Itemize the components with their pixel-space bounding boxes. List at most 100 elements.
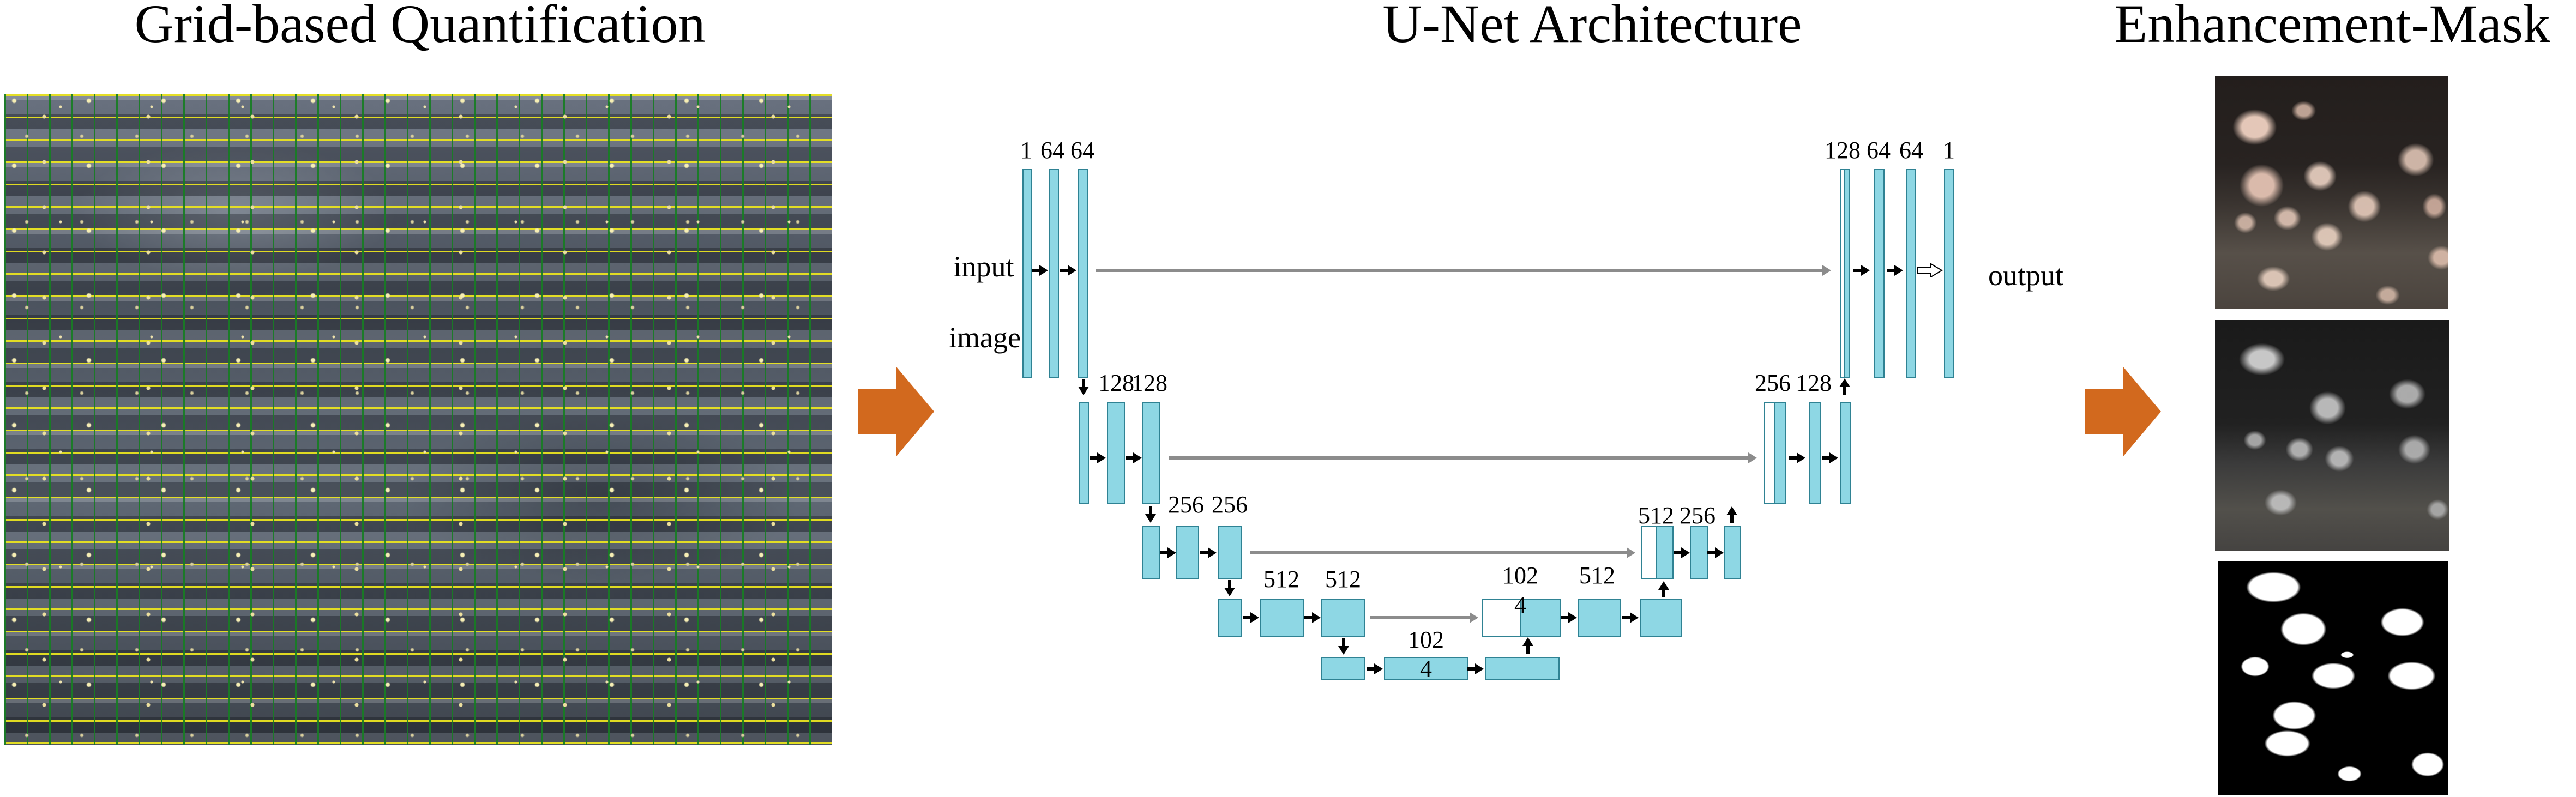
unet-conv-box [1142,402,1160,504]
flow-arrow-right-icon [2085,366,2161,457]
unet-conv-box [1107,402,1125,504]
skip-connection-line [1370,616,1470,619]
upconv-hollow-arrow-icon [1917,263,1943,278]
unet-channel-label: 512 [1579,562,1615,589]
conv-arrow-icon [1090,452,1106,463]
unet-conv-box [1485,657,1560,680]
conv-arrow-icon [1467,663,1484,674]
unet-conv-box [1578,599,1621,637]
conv-arrow-icon [1561,612,1577,623]
unet-conv-box [1142,526,1160,579]
conv-arrow-icon [1367,663,1383,674]
unet-concat-box [1840,169,1850,378]
unet-conv-box [1640,599,1682,637]
downsample-arrow-icon [1338,638,1349,655]
unet-conv-box [1176,526,1199,579]
flow-arrow-head [896,366,934,457]
unet-concat-skip-half [1656,527,1672,578]
unet-channel-label: 256 [1680,502,1716,529]
unet-conv-box [1218,599,1242,637]
unet-channel-label: 128 [1796,370,1832,396]
unet-conv-box [1079,402,1089,504]
skip-arrowhead-icon [1822,265,1831,276]
unet-conv-box [1874,169,1885,378]
unet-concat-box [1641,526,1674,579]
grayscale-output-image [2215,320,2449,551]
grid-overlay-sample-image [4,94,832,745]
unet-channel-label: 64 [1070,137,1094,164]
binary-mask-image [2218,561,2448,795]
conv-arrow-icon [1887,265,1903,276]
unet-conv-box [1690,526,1708,579]
conv-arrow-icon [1200,547,1217,558]
unet-channel-label: 64 [1867,137,1891,164]
unet-channel-label: 512 [1263,566,1299,593]
skip-connection-line [1169,456,1748,460]
page-title-grid-quantification: Grid-based Quantification [134,0,706,54]
flow-arrow-bar [858,389,896,434]
unet-channel-label: 512 [1638,502,1674,529]
unet-channel-label: 1 [1943,137,1955,164]
page-title-enhancement-mask: Enhancement-Mask [2114,0,2550,54]
unet-channel-label: 128 [1825,137,1861,164]
unet-input-label-line2: image [949,321,1021,354]
downsample-arrow-icon [1224,580,1235,596]
unet-conv-box [1906,169,1916,378]
unet-channel-label: 128 [1098,370,1134,396]
unet-channel-label: 64 [1899,137,1923,164]
unet-conv-box [1260,599,1304,637]
page-title-unet-architecture: U-Net Architecture [1382,0,1802,54]
conv-arrow-icon [1304,612,1321,623]
unet-channel-label: 512 [1325,566,1361,593]
enhanced-output-image [2215,76,2448,309]
unet-conv-box [1724,526,1741,579]
unet-channel-label: 64 [1040,137,1064,164]
upsample-arrow-icon [1726,506,1737,523]
unet-conv-box [1049,169,1059,378]
conv-arrow-icon [1126,452,1142,463]
conv-arrow-icon [1060,265,1076,276]
unet-conv-box [1321,599,1365,637]
unet-conv-box [1321,657,1365,680]
unet-conv-box [1022,169,1032,378]
unet-concat-box [1482,599,1561,637]
conv-arrow-icon [1622,612,1639,623]
conv-arrow-icon [1032,265,1048,276]
unet-conv-box: 4 [1384,655,1468,682]
skip-connection-line [1250,551,1627,554]
upsample-arrow-icon [1522,637,1533,654]
flow-arrow-bar [2085,389,2123,434]
unet-output-label: output [1988,259,2064,292]
unet-channel-label: 1 [1020,137,1032,164]
unet-concat-box [1764,402,1786,504]
unet-channel-label: 256 [1168,491,1204,518]
unet-concat-skip-half [1520,600,1560,636]
flow-arrow-head [2123,366,2161,457]
unet-conv-box [1944,169,1954,378]
flow-arrow-left-icon [858,366,934,457]
conv-arrow-icon [1853,265,1870,276]
unet-conv-box [1840,402,1851,504]
upsample-arrow-icon [1839,378,1850,395]
unet-conv-box [1218,526,1242,579]
conv-arrow-icon [1789,452,1805,463]
conv-arrow-icon [1243,612,1259,623]
skip-connection-line [1096,269,1822,272]
conv-arrow-icon [1160,547,1176,558]
unet-conv-box [1078,169,1088,378]
unet-input-label-line1: input [953,250,1014,283]
downsample-arrow-icon [1145,506,1156,523]
skip-arrowhead-icon [1748,452,1757,463]
skip-arrowhead-icon [1470,612,1478,623]
unet-concat-skip-half [1844,170,1849,377]
skip-arrowhead-icon [1627,547,1635,558]
conv-arrow-icon [1822,452,1838,463]
conv-arrow-icon [1674,547,1690,558]
unet-channel-label: 256 [1212,491,1248,518]
unet-channel-label: 128 [1131,370,1167,396]
unet-concat-skip-half [1774,403,1785,503]
unet-channel-label: 4 [1514,591,1526,618]
unet-channel-label: 102 [1408,626,1444,653]
downsample-arrow-icon [1078,379,1089,395]
